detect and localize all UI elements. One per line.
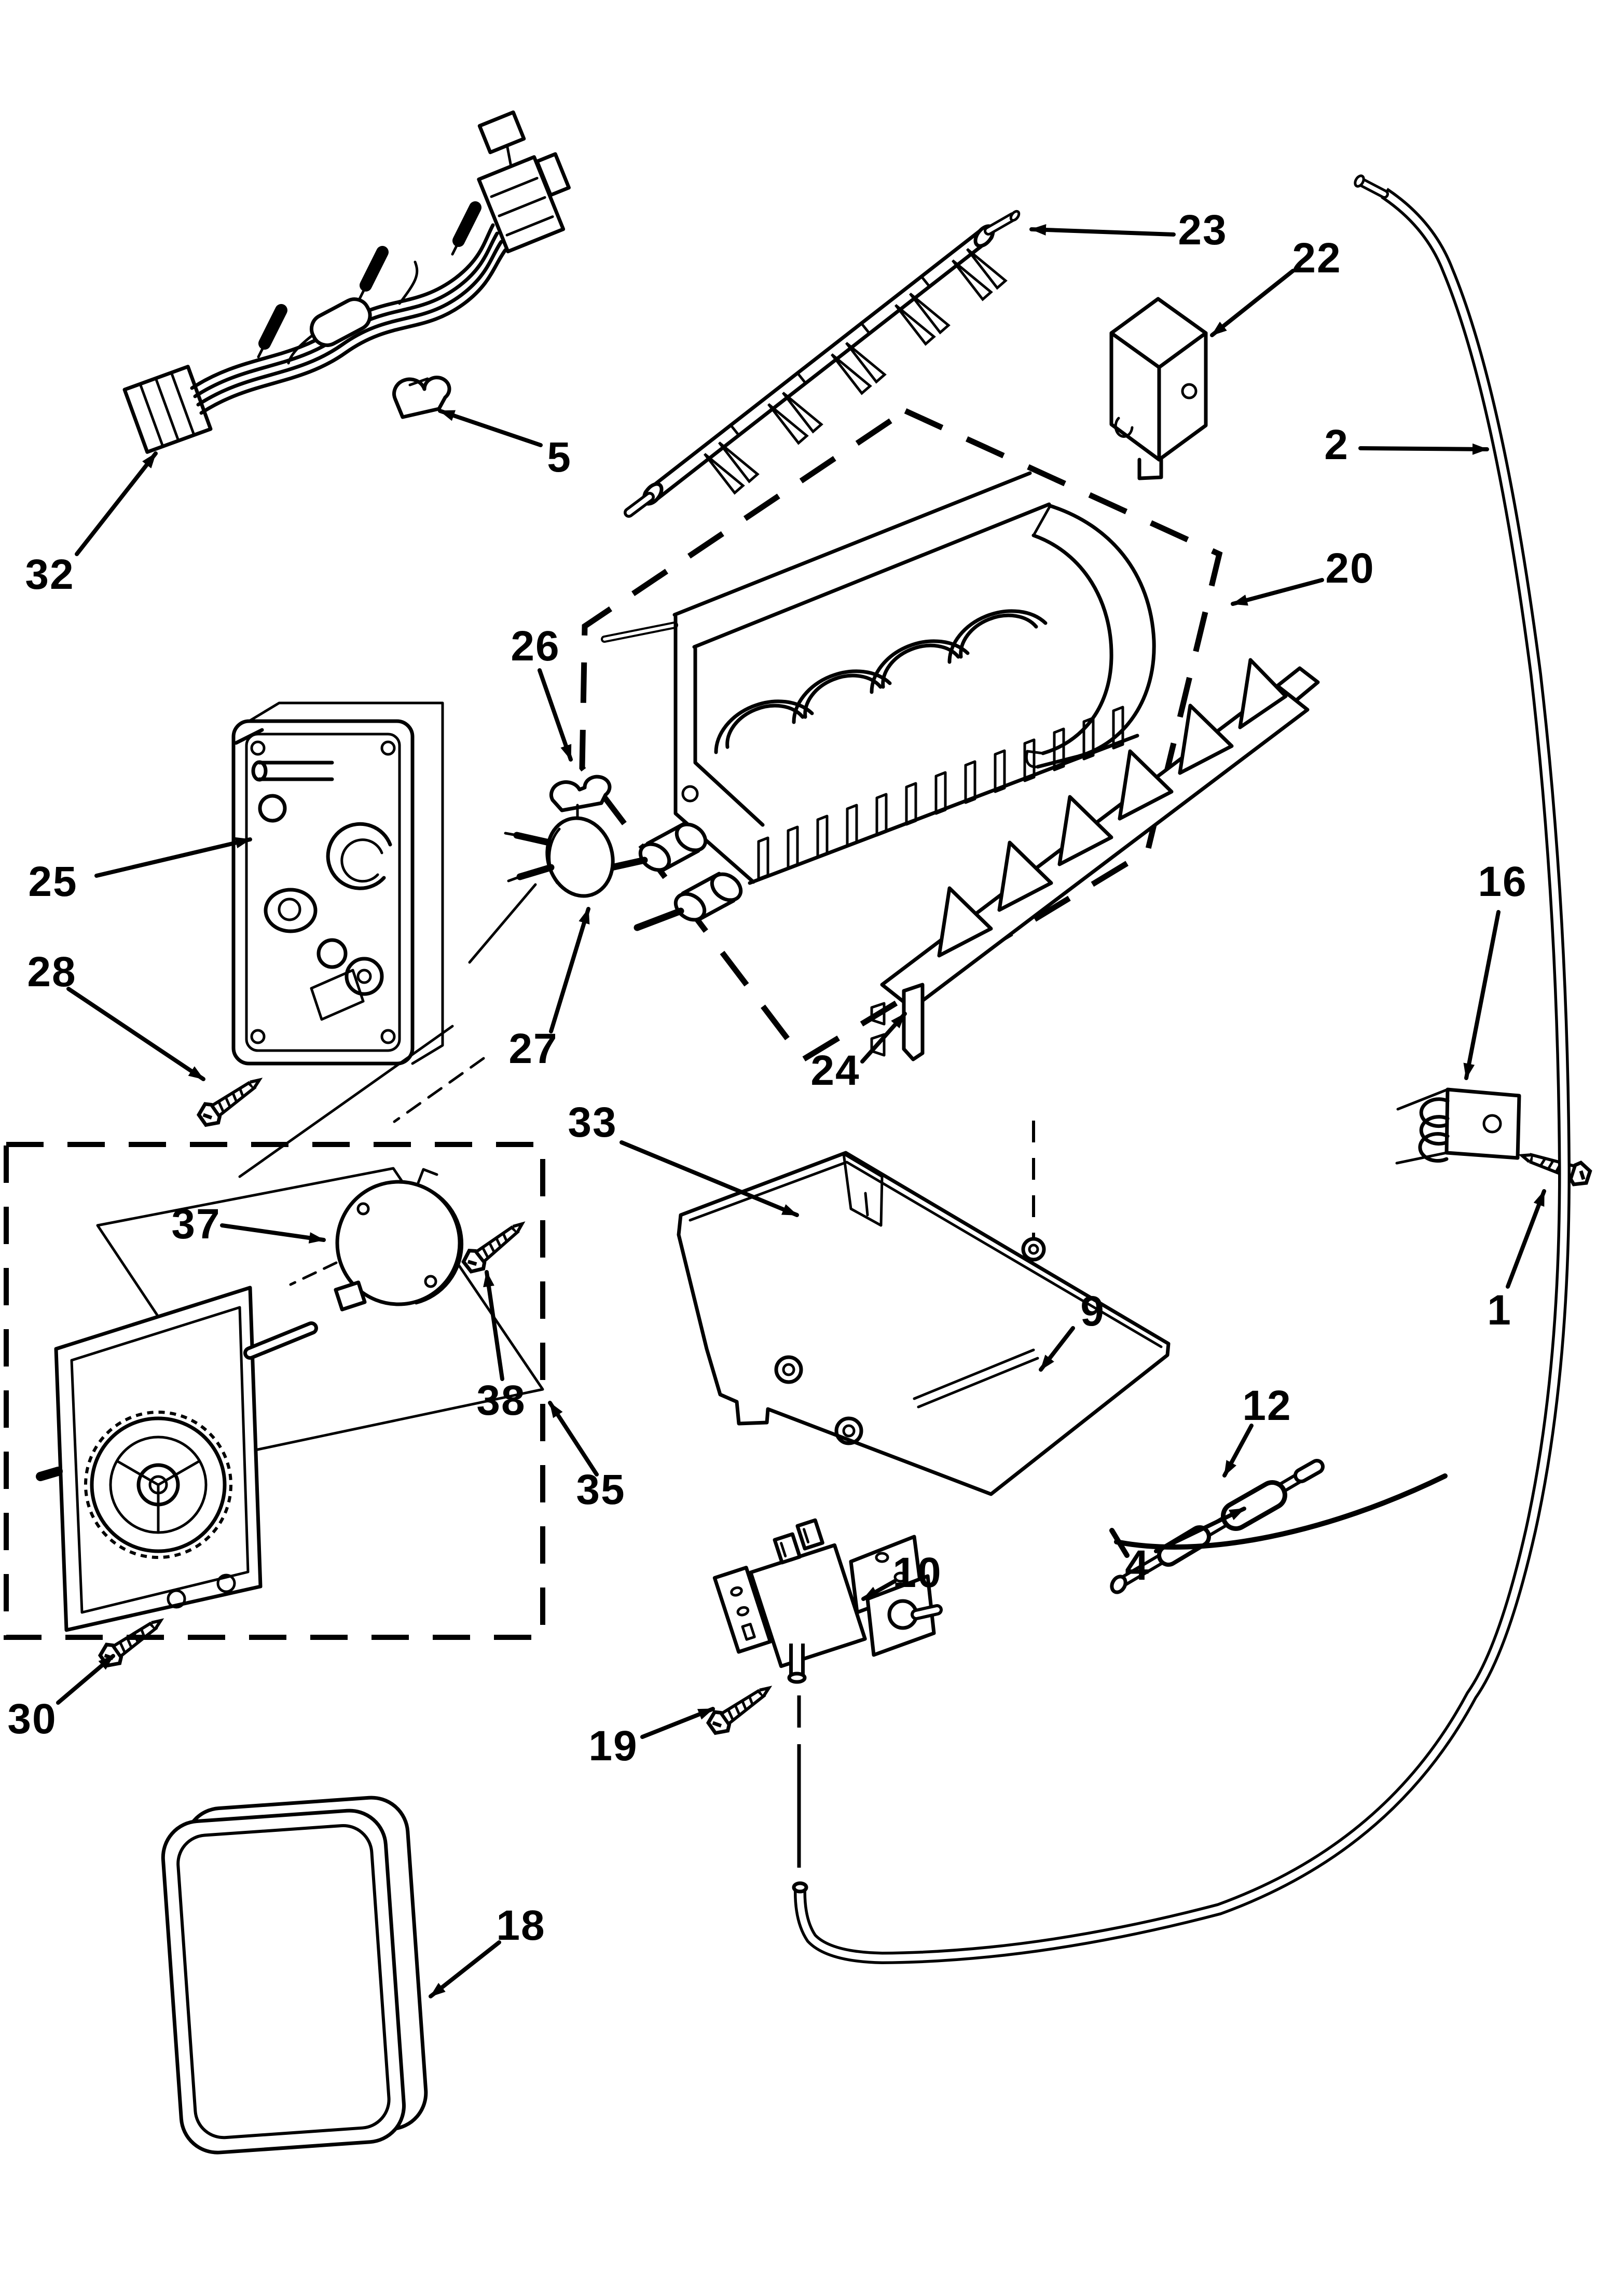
gear-plate [36,1286,318,1632]
callout-24: 24 [810,1047,860,1094]
water-valve [712,1518,943,1868]
screw-19 [705,1679,775,1737]
callout-25: 25 [28,858,78,905]
screw-1 [1519,1144,1592,1188]
callout-arrows [56,224,1546,1998]
ice-ejector [624,210,1021,518]
callout-5: 5 [547,434,572,481]
support-bracket [1109,297,1208,480]
callout-35: 35 [576,1466,626,1513]
mold-rollers [594,822,743,931]
callout-28: 28 [27,948,77,996]
ice-stripper [870,658,1320,1061]
tube-clip [392,376,451,419]
bin-cover [161,1796,428,2155]
callout-23: 23 [1178,206,1228,254]
callout-22: 22 [1292,234,1342,282]
harness-resistor [309,297,372,347]
callout-19: 19 [588,1722,638,1770]
callout-20: 20 [1325,545,1375,592]
callout-1: 1 [1487,1287,1512,1334]
callout-12: 12 [1242,1382,1292,1429]
lever-clip [549,775,612,845]
callout-18: 18 [496,1902,546,1949]
callout-33: 33 [568,1099,617,1146]
spring-clip [1395,1087,1521,1165]
water-tube [792,174,1571,1965]
drain-wire [1109,1473,1448,1558]
callout-37: 37 [171,1200,221,1248]
icemaker-module [231,701,537,1066]
ice-mold [594,471,1156,931]
screw-38 [460,1215,529,1276]
callout-10: 10 [892,1549,942,1596]
screw-28 [196,1071,266,1129]
callout-30: 30 [7,1695,57,1743]
wire-harness [122,110,571,454]
callout-38: 38 [476,1377,526,1424]
callout-2: 2 [1324,421,1349,468]
drive-motor [334,1168,464,1312]
shield-plate [677,1121,1171,1496]
callout-9: 9 [1080,1288,1105,1335]
callout-4: 4 [1125,1542,1150,1589]
mold-boundary-dashed [579,407,1223,1064]
callout-16: 16 [1478,858,1527,905]
callout-26: 26 [511,623,560,670]
callout-27: 27 [508,1025,558,1072]
callout-32: 32 [25,551,75,598]
drive-module-boundary-dashed [4,1142,545,1640]
motor-plug [504,816,615,898]
